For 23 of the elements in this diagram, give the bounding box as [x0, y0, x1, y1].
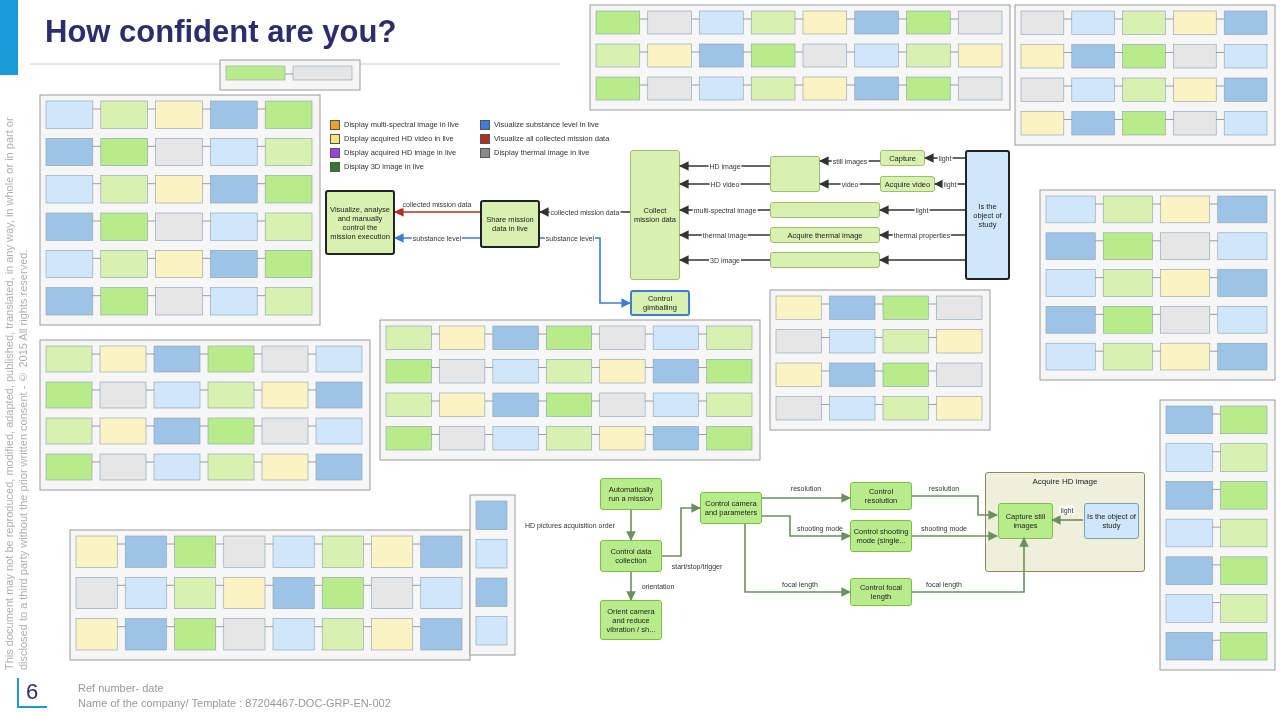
- arrow: [626, 571, 636, 601]
- arrow: [879, 255, 966, 265]
- page-number: 6: [17, 678, 47, 708]
- function-group-box: [985, 472, 1145, 572]
- arrow: [761, 515, 851, 541]
- arrow: [911, 495, 998, 520]
- arrow: [761, 493, 851, 503]
- arrow: [661, 503, 701, 557]
- arrow: [626, 509, 636, 541]
- function-box: [770, 252, 880, 268]
- arrow: [744, 523, 851, 597]
- footer-text: Ref number- date: [78, 682, 164, 694]
- copyright-notice: This document may not be reproduced, modified, adapted, published, translated, in any way, in whole or in part or disclosed to a third party without the prior written consent - © 2015 All rights reserved.: [2, 116, 30, 670]
- arrow: [911, 531, 998, 541]
- function-box: [770, 156, 820, 192]
- arrow: [879, 205, 966, 215]
- arrow: [911, 537, 1029, 593]
- group-title: Acquire HD image: [1032, 477, 1098, 486]
- function-box: [770, 202, 880, 218]
- slide-title: How confident are you?: [45, 14, 397, 50]
- arrow: [394, 207, 481, 217]
- footer-text: Name of the company/ Template : 87204467-DOC-GRP-EN-002: [78, 697, 391, 709]
- arrow: [1051, 515, 1084, 525]
